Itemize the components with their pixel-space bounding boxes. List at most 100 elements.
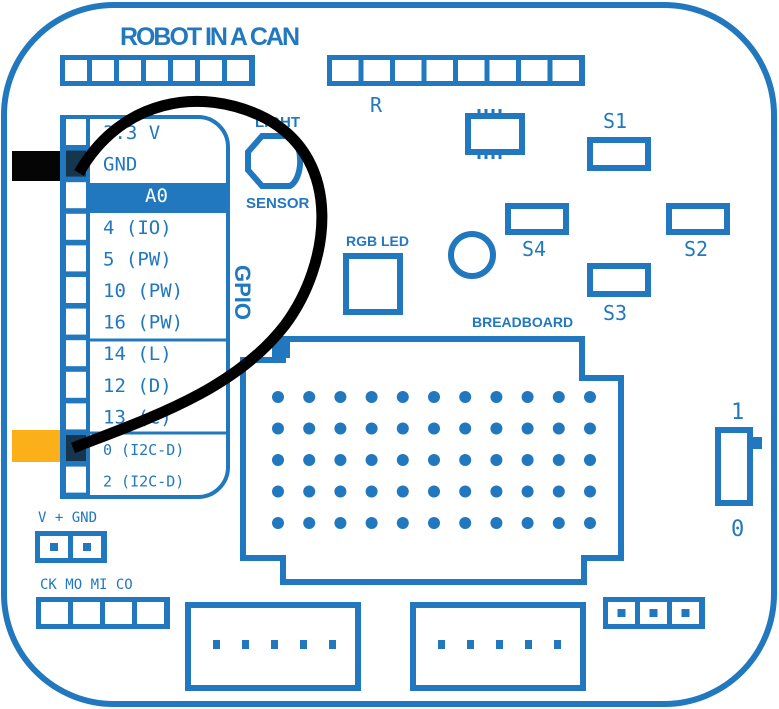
connector-pin <box>496 640 503 649</box>
spi-header-label: CK MO MI CO <box>40 577 133 593</box>
header-pin[interactable] <box>426 60 454 81</box>
gpio-pin[interactable] <box>66 340 86 367</box>
breadboard-hole[interactable] <box>459 485 472 498</box>
breadboard-hole[interactable] <box>552 485 565 498</box>
breadboard-hole[interactable] <box>303 454 316 466</box>
header-pin-pad <box>681 609 690 617</box>
breadboard-hole[interactable] <box>552 422 565 435</box>
breadboard-hole[interactable] <box>521 485 534 498</box>
breadboard-hole[interactable] <box>428 391 440 403</box>
breadboard-hole[interactable] <box>521 422 534 435</box>
breadboard-hole[interactable] <box>428 517 440 529</box>
connector[interactable] <box>185 602 361 691</box>
breadboard-hole[interactable] <box>365 422 378 435</box>
switch-s3[interactable] <box>587 263 651 297</box>
header-pin[interactable] <box>395 60 422 81</box>
breadboard-hole[interactable] <box>396 485 409 498</box>
breadboard-hole[interactable] <box>459 517 472 529</box>
breadboard-hole[interactable] <box>365 485 378 498</box>
breadboard-hole[interactable] <box>396 422 409 435</box>
breadboard-hole[interactable] <box>334 485 347 498</box>
breadboard-hole[interactable] <box>584 485 596 498</box>
breadboard-hole[interactable] <box>552 517 565 529</box>
breadboard-hole[interactable] <box>521 391 534 403</box>
header-pin[interactable] <box>119 60 141 81</box>
gpio-pin[interactable] <box>66 403 86 430</box>
power-switch-knob[interactable] <box>750 437 762 449</box>
header-pin[interactable] <box>489 60 517 81</box>
breadboard-hole[interactable] <box>584 422 596 435</box>
gpio-pin[interactable] <box>66 466 86 493</box>
gpio-pin[interactable] <box>66 371 86 398</box>
breadboard-hole[interactable] <box>334 391 347 403</box>
breadboard-hole[interactable] <box>584 454 596 466</box>
breadboard-hole[interactable] <box>521 517 534 529</box>
breadboard-hole[interactable] <box>396 517 409 529</box>
breadboard-hole[interactable] <box>521 454 534 466</box>
gpio-pin[interactable] <box>66 182 86 209</box>
breadboard-hole[interactable] <box>272 422 284 435</box>
breadboard-hole[interactable] <box>490 485 503 498</box>
breadboard-hole[interactable] <box>303 391 316 403</box>
breadboard-hole[interactable] <box>552 391 565 403</box>
gpio-pin[interactable] <box>66 213 86 240</box>
breadboard-hole[interactable] <box>459 422 472 435</box>
switch-s2[interactable] <box>666 203 730 235</box>
header-pin-pad <box>50 543 58 551</box>
breadboard-hole[interactable] <box>459 391 472 403</box>
breadboard-hole[interactable] <box>272 391 284 403</box>
breadboard-hole[interactable] <box>303 485 316 498</box>
header-pin[interactable] <box>41 602 68 624</box>
header-pin[interactable] <box>332 60 359 81</box>
breadboard-hole[interactable] <box>552 454 565 466</box>
power-switch[interactable] <box>715 427 753 506</box>
header-pin[interactable] <box>92 60 114 81</box>
connector[interactable] <box>410 602 586 691</box>
header-pin[interactable] <box>146 60 168 81</box>
breadboard-hole[interactable] <box>584 391 596 403</box>
breadboard-hole[interactable] <box>303 517 316 529</box>
breadboard-hole[interactable] <box>490 422 503 435</box>
breadboard-hole[interactable] <box>584 517 596 529</box>
breadboard-hole[interactable] <box>396 454 409 466</box>
header-pin[interactable] <box>73 602 100 624</box>
jumper-wire[interactable] <box>71 95 328 454</box>
header-pin[interactable] <box>105 602 132 624</box>
breadboard-hole[interactable] <box>428 422 440 435</box>
breadboard-hole[interactable] <box>365 454 378 466</box>
gpio-pin[interactable] <box>66 308 86 335</box>
gpio-pin[interactable] <box>66 245 86 272</box>
header-pin[interactable] <box>227 60 249 81</box>
breadboard-hole[interactable] <box>490 517 503 529</box>
breadboard-hole[interactable] <box>396 391 409 403</box>
breadboard-hole[interactable] <box>272 454 284 466</box>
breadboard-hole[interactable] <box>303 422 316 435</box>
breadboard-hole[interactable] <box>490 391 503 403</box>
header-pin[interactable] <box>552 60 580 81</box>
breadboard-hole[interactable] <box>272 485 284 498</box>
breadboard-hole[interactable] <box>428 454 440 466</box>
header-pin[interactable] <box>458 60 485 81</box>
switch-s1[interactable] <box>587 137 651 171</box>
breadboard-hole[interactable] <box>334 454 347 466</box>
header-pin[interactable] <box>363 60 391 81</box>
gpio-pin-label: 14 (L) <box>103 343 172 365</box>
breadboard-hole[interactable] <box>334 422 347 435</box>
header-pin[interactable] <box>521 60 548 81</box>
breadboard-hole[interactable] <box>459 454 472 466</box>
switch-s4[interactable] <box>505 203 569 235</box>
breadboard-hole[interactable] <box>490 454 503 466</box>
gpio-pin[interactable] <box>66 119 86 145</box>
breadboard-hole[interactable] <box>365 517 378 529</box>
header-pin[interactable] <box>173 60 195 81</box>
breadboard-hole[interactable] <box>428 485 440 498</box>
header-pin[interactable] <box>137 602 164 624</box>
gpio-label-box <box>88 115 230 499</box>
header-pin[interactable] <box>65 60 87 81</box>
gpio-pin[interactable] <box>66 277 86 303</box>
breadboard-hole[interactable] <box>334 517 347 529</box>
breadboard-hole[interactable] <box>272 517 284 529</box>
header-pin[interactable] <box>200 60 222 81</box>
breadboard-hole[interactable] <box>365 391 378 403</box>
